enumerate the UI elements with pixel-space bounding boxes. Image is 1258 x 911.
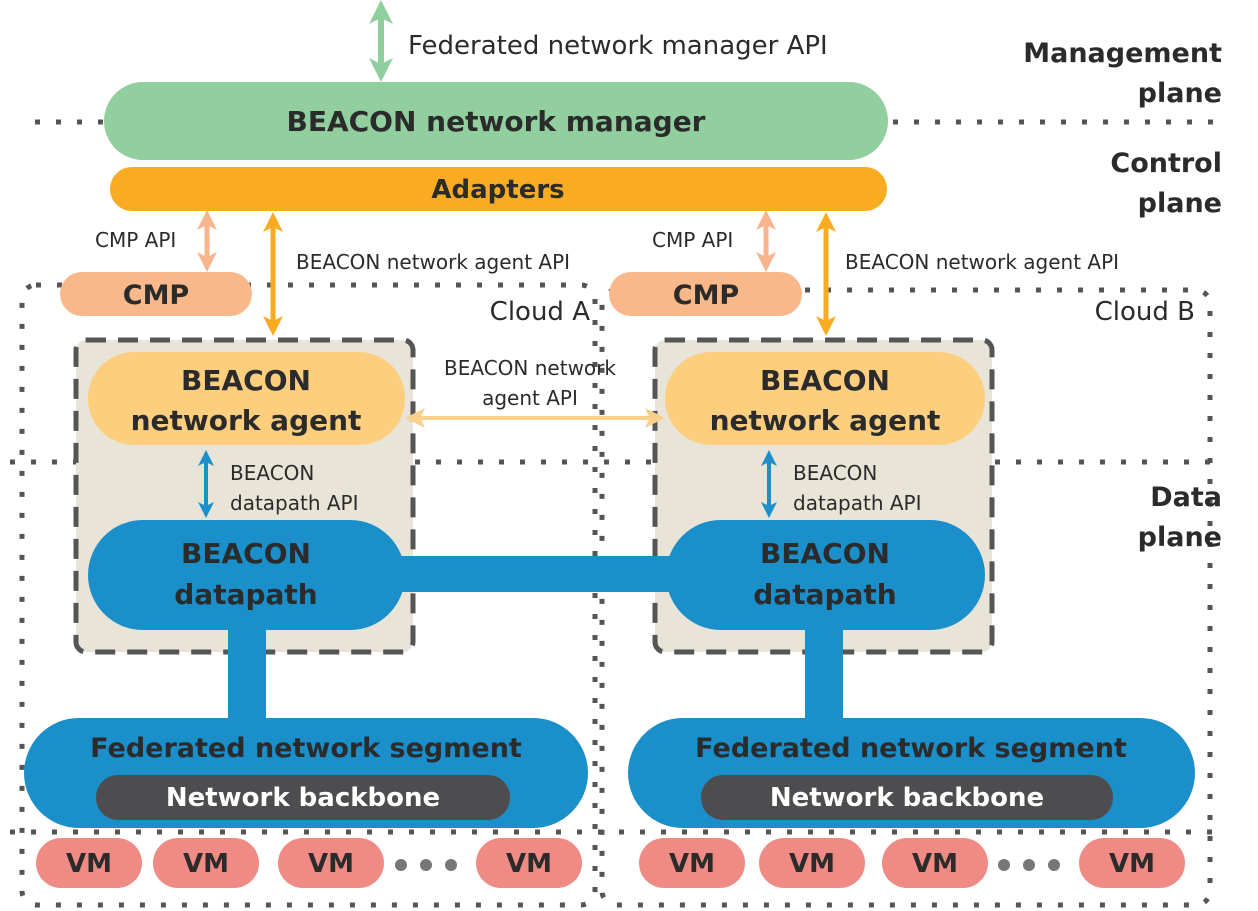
agent-api-label-b: BEACON network agent API [845,250,1119,274]
vm-label: VM [66,849,112,879]
vm [153,838,259,888]
cmp-b [609,272,802,316]
datapath-interconnect [400,556,670,592]
network-manager-label: BEACON network manager [286,105,705,138]
datapath-a-line2: datapath [174,578,317,611]
datapath-link-a [228,620,266,725]
datapath-link-b [805,620,843,725]
management-plane-label-1: Management [1023,38,1222,69]
plane-separators [10,119,1222,835]
vm-label: VM [506,849,552,879]
datapath-api-label-b-2: datapath API [793,491,922,515]
network-agent-a [88,352,405,445]
vm-label: VM [669,849,715,879]
control-plane-label-1: Control [1110,148,1222,179]
vm [882,838,988,888]
vm-label: VM [1109,849,1155,879]
datapath-a [88,520,405,630]
adapters-label: Adapters [431,175,564,205]
cmp-b-label: CMP [673,280,739,311]
network-agent-a-line2: network agent [131,404,362,437]
network-agent-b-line2: network agent [710,404,941,437]
federated-api-label: Federated network manager API [408,31,828,61]
cloud-a-label: Cloud A [490,297,591,327]
cmp-a-label: CMP [123,280,189,311]
vm [639,838,745,888]
network-agent-b [665,352,985,445]
vm [1079,838,1185,888]
datapath-b-line1: BEACON [760,537,890,570]
network-backbone-b [701,775,1113,820]
adapters [110,167,887,211]
network-backbone-a [96,775,510,820]
vm-label: VM [308,849,354,879]
inter-agent-api-label-2: agent API [482,386,578,410]
vm [759,838,865,888]
data-plane-label-2: plane [1138,522,1222,553]
vm-label: VM [912,849,958,879]
datapath-b [666,520,985,630]
network-agent-b-line1: BEACON [760,364,890,397]
network-backbone-a-label: Network backbone [166,783,440,813]
network-agent-a-line1: BEACON [181,364,311,397]
vm [278,838,384,888]
vm-label: VM [183,849,229,879]
data-plane-label-1: Data [1150,482,1222,513]
cmp-a [60,272,252,316]
datapath-api-label-a-2: datapath API [230,491,359,515]
network-segment-b-label: Federated network segment [695,733,1127,764]
network-segment-a-label: Federated network segment [90,733,522,764]
datapath-api-label-b-1: BEACON [793,461,877,485]
datapath-a-line1: BEACON [181,537,311,570]
cmp-api-label-a: CMP API [95,228,176,252]
datapath-api-label-a-1: BEACON [230,461,314,485]
vm [476,838,582,888]
vm-label: VM [789,849,835,879]
vm [36,838,142,888]
control-plane-label-2: plane [1138,188,1222,219]
management-plane-label-2: plane [1138,78,1222,109]
cloud-a-boundary [19,282,598,908]
datapath-b-line2: datapath [753,578,896,611]
network-manager [104,82,888,160]
ellipsis-dots [395,859,1060,871]
inter-agent-api-label-1: BEACON network [444,356,616,380]
agent-api-label-a: BEACON network agent API [296,250,570,274]
network-backbone-b-label: Network backbone [770,783,1044,813]
cmp-api-label-b: CMP API [652,228,733,252]
cloud-b-label: Cloud B [1095,297,1195,327]
